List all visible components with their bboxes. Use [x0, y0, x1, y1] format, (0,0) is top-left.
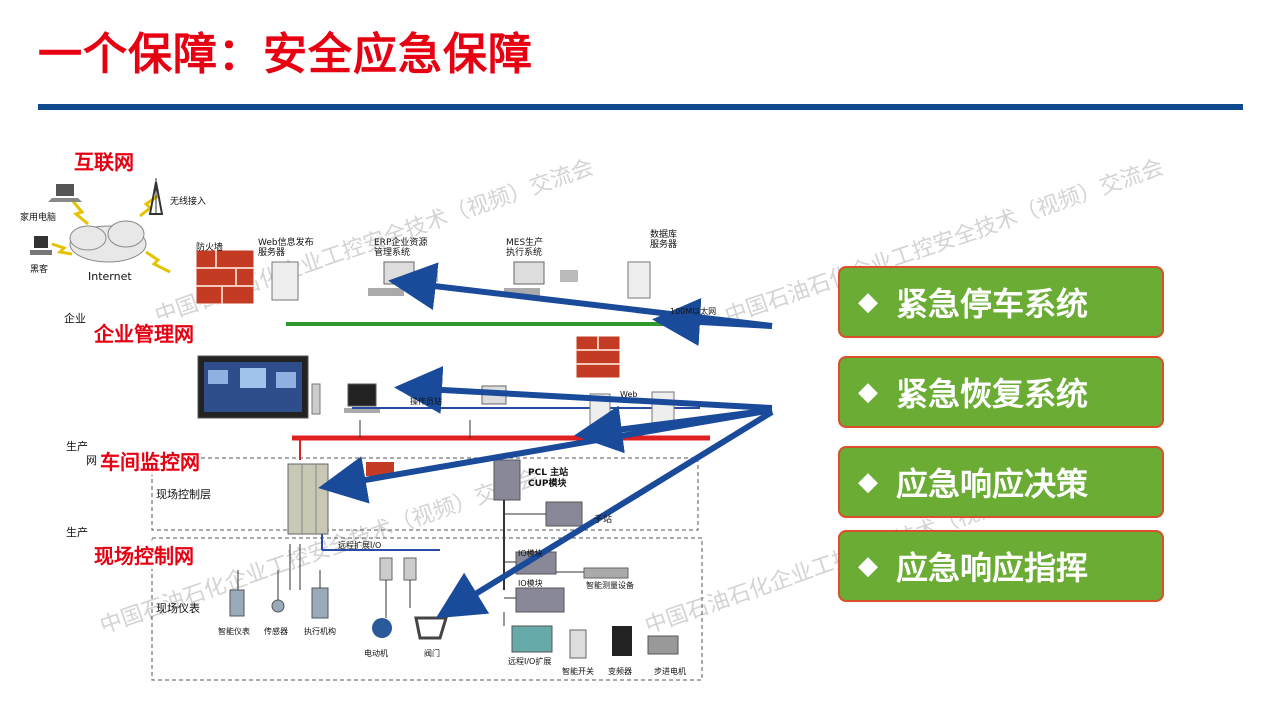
erp-label: ERP企业资源 管理系统 [374, 238, 428, 258]
arrow-line [435, 409, 774, 619]
ethernet-label: 100M以太网 [670, 307, 717, 316]
io-terminal-icon [379, 557, 393, 581]
lightning-icon [51, 242, 73, 256]
smart-instrument-label: 智能仪表 [218, 627, 250, 636]
page-title: 一个保障：安全应急保障 [38, 29, 533, 80]
diamond-icon: ◆ [858, 467, 878, 497]
hacker-pc-icon [34, 236, 48, 248]
field-network-label: 现场控制网 [94, 540, 194, 569]
emergency-shutdown-button[interactable]: ◆ 紧急停车系统 [838, 266, 1164, 338]
inverter-icon [612, 626, 632, 656]
firewall-icon [575, 335, 621, 379]
field-instrument-box [151, 537, 703, 681]
web-server-icon [271, 261, 299, 301]
controller-icon [366, 462, 394, 476]
valve-label: 阀门 [424, 649, 440, 658]
io-module-label: IO模块 [518, 579, 543, 588]
arrow-line [388, 262, 773, 329]
button-label: 应急响应指挥 [896, 549, 1089, 587]
lightning-icon [145, 250, 171, 274]
actuator-label: 执行机构 [304, 627, 336, 636]
wireless-label: 无线接入 [170, 197, 207, 207]
button-label: 应急响应决策 [896, 465, 1089, 503]
button-label: 紧急恢复系统 [896, 375, 1089, 413]
home-pc-label: 家用电脑 [20, 213, 57, 223]
io-module-icon [515, 551, 557, 575]
arrow-line [318, 407, 773, 504]
button-label: 紧急停车系统 [896, 285, 1089, 323]
operator-station-label: 操作员站 [410, 397, 442, 406]
diamond-icon: ◆ [858, 551, 878, 581]
remote-io-label: 远程扩展I/O [338, 541, 382, 550]
pcl-label: PCL 主站 CUP模块 [528, 468, 569, 489]
field-control-box [151, 457, 699, 531]
arrow-group [318, 262, 774, 619]
production-layer-label: 生产 [66, 526, 88, 539]
web-server-label: Web信息发布 服务器 [258, 238, 314, 258]
stepper-label: 步进电机 [654, 667, 686, 676]
production-layer-label: 生产 [66, 440, 88, 453]
mes-pc-icon [513, 261, 545, 285]
substation-label: 子站 [594, 515, 613, 525]
measure-device-icon [583, 567, 629, 579]
control-cabinet-icon [287, 463, 329, 535]
enterprise-network-label: 企业管理网 [94, 318, 194, 347]
printer-icon [420, 270, 438, 282]
diamond-icon: ◆ [858, 377, 878, 407]
laptop-icon [56, 184, 74, 196]
operator-pc-icon [347, 383, 377, 407]
firewall-icon [195, 249, 255, 305]
smart-switch-label: 智能开关 [562, 667, 594, 676]
mes-label: MES生产 执行系统 [506, 238, 544, 258]
internet-network-label: 互联网 [74, 146, 134, 175]
remote-io-icon [511, 625, 553, 653]
workshop-network-label: 车间监控网 [100, 446, 200, 475]
valve-icon [414, 616, 449, 640]
enterprise-layer-label: 企业 [64, 312, 86, 325]
emergency-recovery-button[interactable]: ◆ 紧急恢复系统 [838, 356, 1164, 428]
sensor-label: 传感器 [264, 627, 288, 636]
network-diagram-svg [30, 178, 774, 681]
motor-icon [372, 618, 392, 638]
motor-label: 电动机 [364, 649, 388, 658]
field-instrument-label: 现场仪表 [156, 602, 200, 615]
title-divider [38, 104, 1243, 110]
arrow-line [394, 366, 773, 414]
smart-measure-label: 智能测量设备 [586, 581, 634, 590]
io-module-icon [515, 587, 565, 613]
stepper-motor-icon [647, 635, 679, 655]
arrow-line [574, 405, 773, 454]
db-server-label: 数据库 服务器 [650, 230, 678, 250]
plc-rack-icon [493, 459, 521, 501]
remote-io-ext-label: 远程I/O扩展 [508, 657, 552, 666]
smart-switch-icon [569, 629, 587, 659]
response-command-button[interactable]: ◆ 应急响应指挥 [838, 530, 1164, 602]
io-module-label: IO模块 [518, 549, 543, 558]
hacker-label: 黑客 [30, 265, 49, 275]
response-decision-button[interactable]: ◆ 应急响应决策 [838, 446, 1164, 518]
network-diagram: 家用电脑 黑客 Internet 无线接入 防火墙 Web信息发布 服务器 ER… [0, 120, 800, 720]
substation-icon [545, 501, 583, 527]
sensor-icon [271, 599, 285, 613]
printer-icon [560, 270, 578, 282]
io-terminal-icon [403, 557, 417, 581]
web-label: Web [620, 390, 638, 399]
smart-instrument-icon [229, 589, 245, 617]
db-server-icon [627, 261, 651, 299]
production-layer-label: 网 [86, 454, 97, 467]
diamond-icon: ◆ [858, 287, 878, 317]
field-control-layer-label: 现场控制层 [156, 488, 211, 501]
actuator-icon [311, 587, 329, 619]
internet-label: Internet [88, 270, 132, 283]
inverter-label: 变频器 [608, 667, 632, 676]
lightning-icon [70, 199, 89, 226]
firewall-label: 防火墙 [196, 243, 224, 253]
